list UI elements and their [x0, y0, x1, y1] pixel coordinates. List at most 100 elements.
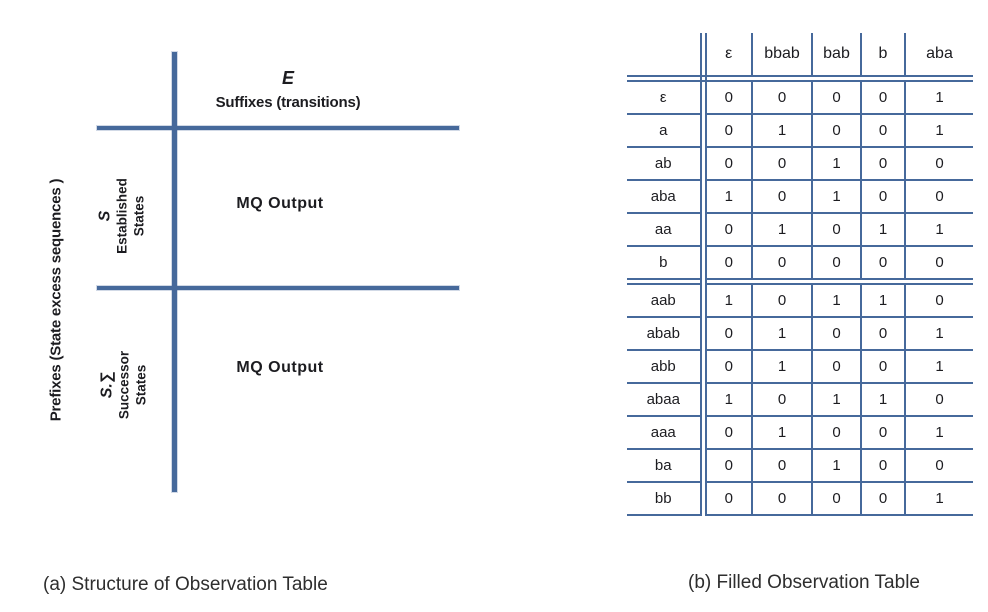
successor-states-line1: Successor: [116, 350, 132, 420]
cell-value: 1: [703, 382, 752, 416]
cell-value: 0: [751, 245, 812, 282]
column-header-block: E Suffixes (transitions): [178, 66, 398, 111]
cell-value: 0: [703, 77, 752, 114]
cell-value: 1: [751, 316, 812, 350]
cell-value: 0: [904, 245, 973, 282]
cell-value: 1: [811, 179, 861, 213]
cell-value: 0: [904, 278, 973, 317]
row-label: aaa: [627, 415, 707, 449]
successor-states-symbol: S.∑: [98, 371, 116, 399]
row-label: bb: [627, 481, 707, 516]
cell-value: 1: [904, 349, 973, 383]
cell-value: 0: [703, 245, 752, 282]
cell-value: 0: [751, 179, 812, 213]
cell-value: 0: [751, 278, 812, 317]
row-label: ab: [627, 146, 707, 180]
row-label: abb: [627, 349, 707, 383]
cell-value: 0: [751, 77, 812, 114]
cell-value: 0: [751, 448, 812, 482]
cell-value: 0: [751, 481, 812, 516]
cell-value: 0: [811, 349, 861, 383]
cell-value: 1: [904, 77, 973, 114]
cell-value: 0: [811, 415, 861, 449]
column-header-2: bbab: [751, 33, 812, 82]
cell-value: 1: [811, 146, 861, 180]
cell-value: 0: [703, 316, 752, 350]
cell-value: 1: [751, 212, 812, 246]
cell-value: 0: [811, 212, 861, 246]
cell-value: 1: [904, 481, 973, 516]
column-header-5: aba: [904, 33, 973, 82]
cell-value: 1: [703, 278, 752, 317]
cell-value: 0: [811, 481, 861, 516]
cell-value: 0: [860, 448, 905, 482]
cell-value: 0: [703, 113, 752, 147]
row-label: b: [627, 245, 707, 282]
cell-value: 0: [703, 448, 752, 482]
row-label: aab: [627, 278, 707, 317]
cell-value: 0: [860, 77, 905, 114]
cell-value: 1: [811, 382, 861, 416]
cell-value: 1: [860, 382, 905, 416]
cell-value: 0: [860, 245, 905, 282]
cell-value: 0: [703, 349, 752, 383]
cell-value: 1: [904, 113, 973, 147]
cell-value: 0: [703, 481, 752, 516]
row-label: abaa: [627, 382, 707, 416]
successor-states-line2: States: [133, 364, 149, 406]
cell-value: 0: [904, 448, 973, 482]
cell-value: 0: [811, 77, 861, 114]
row-label: aa: [627, 212, 707, 246]
cell-value: 1: [751, 113, 812, 147]
corner-cell: [627, 33, 707, 82]
column-header-3: bab: [811, 33, 861, 82]
cell-value: 0: [860, 179, 905, 213]
cell-value: 0: [703, 415, 752, 449]
row-label: ba: [627, 448, 707, 482]
cell-value: 1: [860, 212, 905, 246]
cell-value: 0: [860, 146, 905, 180]
cell-value: 0: [751, 382, 812, 416]
caption-filled-table: (b) Filled Observation Table: [688, 572, 920, 593]
cell-value: 1: [811, 278, 861, 317]
mq-output-established-cell: MQ Output: [236, 195, 324, 212]
cell-value: 0: [904, 179, 973, 213]
suffix-set-label: Suffixes (transitions): [215, 94, 361, 111]
established-states-line1: Established: [114, 178, 130, 254]
cell-value: 0: [860, 113, 905, 147]
diagram-vertical-line: [172, 52, 177, 492]
cell-value: 0: [703, 146, 752, 180]
cell-value: 1: [811, 448, 861, 482]
cell-value: 0: [860, 316, 905, 350]
mq-output-successor-cell: MQ Output: [236, 359, 324, 376]
row-label: abab: [627, 316, 707, 350]
cell-value: 0: [811, 316, 861, 350]
cell-value: 1: [904, 316, 973, 350]
cell-value: 1: [860, 278, 905, 317]
caption-structure-table: (a) Structure of Observation Table: [43, 574, 328, 595]
cell-value: 0: [904, 146, 973, 180]
cell-value: 0: [811, 113, 861, 147]
column-header-4: b: [860, 33, 905, 82]
cell-value: 1: [904, 212, 973, 246]
established-states-line2: States: [131, 195, 147, 237]
cell-value: 0: [860, 415, 905, 449]
cell-value: 1: [751, 349, 812, 383]
column-header-1: ε: [703, 33, 752, 82]
